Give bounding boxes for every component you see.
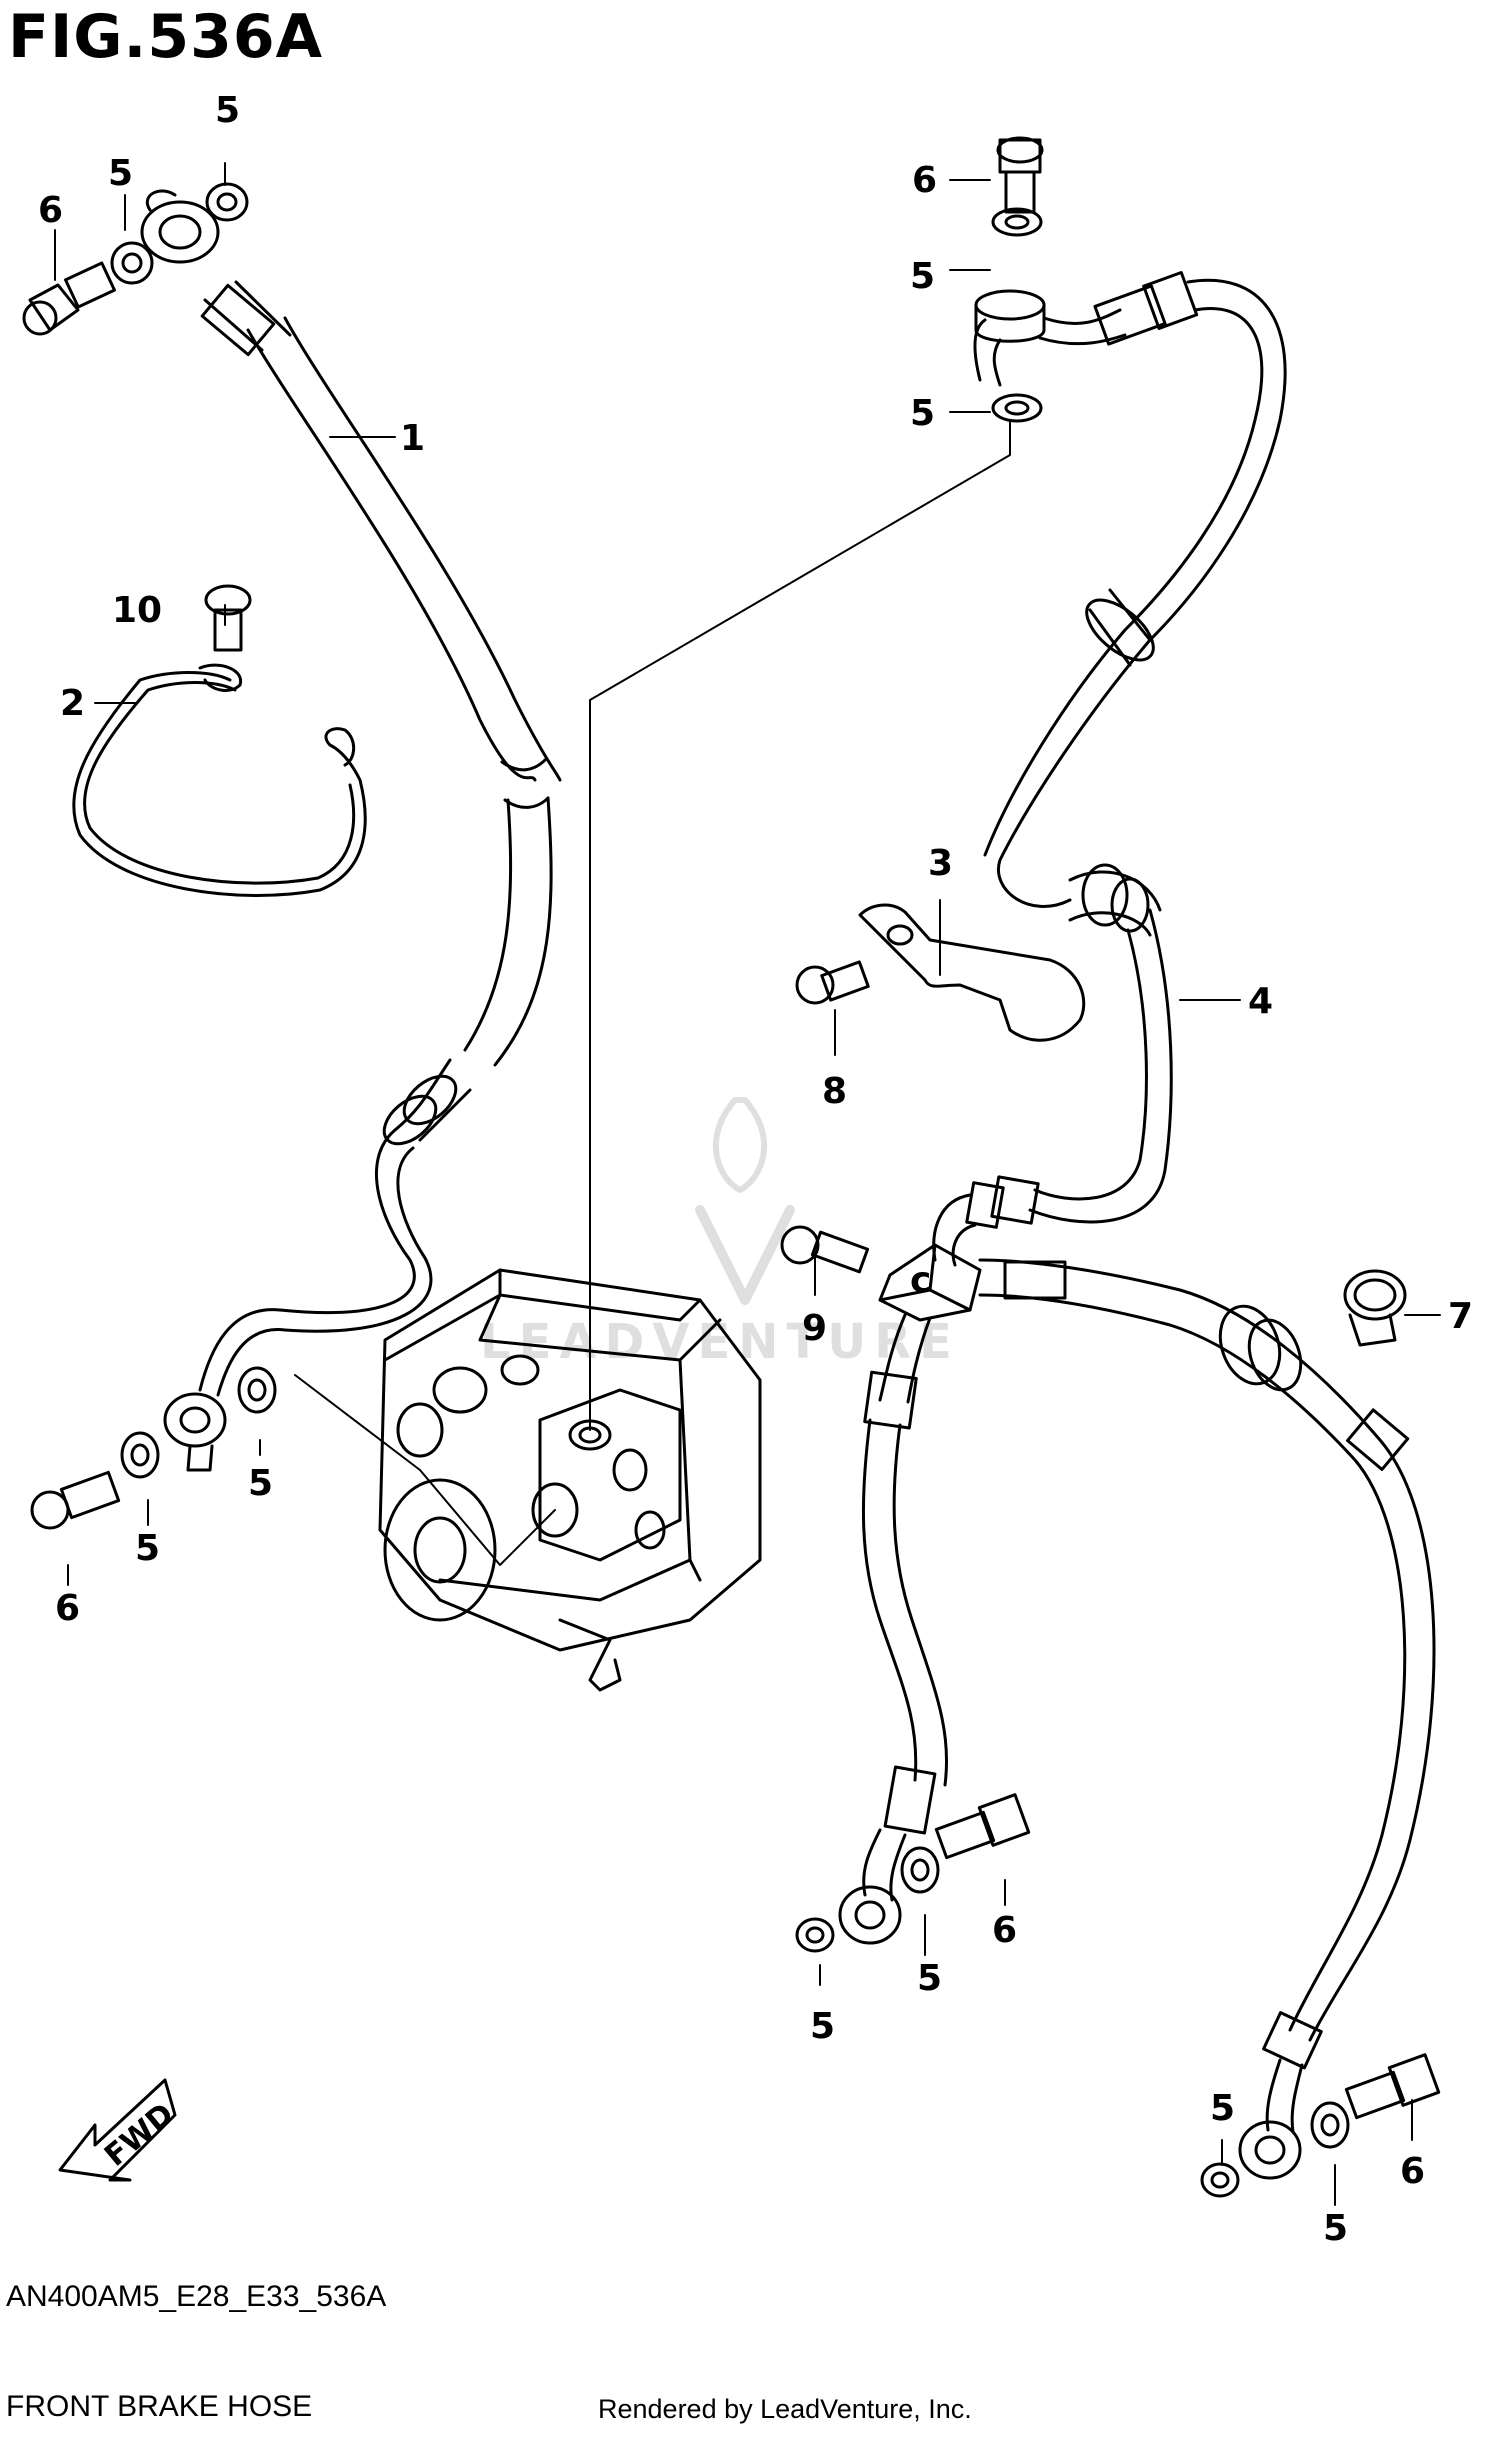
- callout-5-abs-outer: 5: [135, 1528, 160, 1569]
- diagram-name: FRONT BRAKE HOSE: [6, 2390, 313, 2423]
- callout-5-top-left-inner: 5: [108, 153, 133, 194]
- brake-hose-lower-right: [978, 1258, 1436, 2180]
- callout-10: 10: [112, 590, 162, 631]
- callout-5-lower-right-outer: 5: [1210, 2088, 1235, 2129]
- abs-unit: [378, 1268, 762, 1692]
- callout-6-lower-right: 6: [1400, 2151, 1425, 2192]
- brake-hose-lower-left: [838, 1313, 949, 1945]
- bolts-small: [204, 584, 870, 1274]
- callout-3: 3: [928, 843, 953, 884]
- leader-lines: [54, 162, 1441, 2206]
- callout-1: 1: [400, 418, 425, 459]
- brake-hose-4: c: [878, 270, 1287, 1322]
- diagram-code: AN400AM5_E28_E33_536A: [6, 2280, 387, 2313]
- figure-title: FIG.536A: [8, 2, 324, 72]
- callout-5-lower-right-inner: 5: [1323, 2208, 1348, 2249]
- grommet-3: [858, 903, 1086, 1042]
- render-credit: Rendered by LeadVenture, Inc.: [598, 2394, 972, 2424]
- callout-5-top-left-outer: 5: [215, 90, 240, 131]
- callout-labels: 1 2 3 4 5 5 5 5 5 5 5 5 5 5 5 6 6 6 6 6 …: [38, 90, 1473, 2249]
- callout-6-top-left: 6: [38, 190, 63, 231]
- fwd-label: FWD: [98, 2096, 181, 2173]
- clamp-7: [1343, 1269, 1407, 1347]
- fwd-arrow: FWD: [58, 2078, 181, 2182]
- bracket-2: [72, 663, 367, 897]
- leadventure-watermark: LEADVENTURE: [480, 1097, 952, 1370]
- callout-2: 2: [60, 683, 85, 724]
- svg-text:c: c: [910, 1260, 931, 1301]
- callout-5-top-right-lower: 5: [910, 393, 935, 434]
- callout-4: 4: [1248, 981, 1273, 1022]
- callout-5-lower-left-inner: 5: [917, 1958, 942, 1999]
- callout-6-abs: 6: [55, 1588, 80, 1629]
- banjo-bolts: [22, 136, 1441, 2120]
- callout-6-top-right: 6: [912, 160, 937, 201]
- callout-5-lower-left-outer: 5: [810, 2006, 835, 2047]
- callout-6-lower-left: 6: [992, 1910, 1017, 1951]
- callout-5-abs-inner: 5: [248, 1463, 273, 1504]
- callout-9: 9: [802, 1308, 827, 1349]
- washers: [110, 182, 1350, 2198]
- callout-7: 7: [1448, 1296, 1473, 1337]
- callout-5-top-right-middle: 5: [910, 256, 935, 297]
- callout-8: 8: [822, 1071, 847, 1112]
- brake-hose-1: [140, 189, 562, 1472]
